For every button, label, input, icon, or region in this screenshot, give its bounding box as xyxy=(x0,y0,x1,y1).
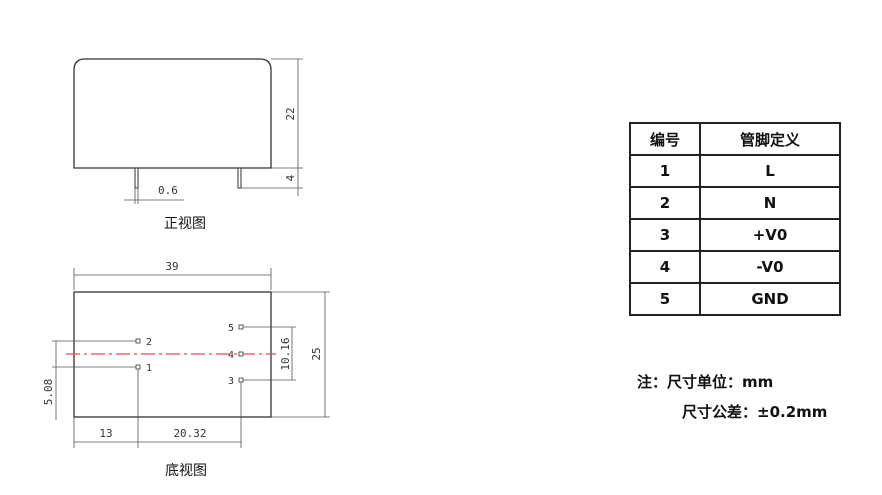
pin-number: 1 xyxy=(629,154,701,188)
pin-1-label: 1 xyxy=(146,363,152,374)
bottom-height-dim: 25 xyxy=(310,347,323,360)
pin-definition: N xyxy=(699,186,841,220)
pin-number: 5 xyxy=(629,282,701,316)
pin-definition: -V0 xyxy=(699,250,841,284)
pin-definition: +V0 xyxy=(699,218,841,252)
pin-definition: GND xyxy=(699,282,841,316)
pin-definition: L xyxy=(699,154,841,188)
pin-number: 4 xyxy=(629,250,701,284)
pin-3-marker xyxy=(238,377,244,383)
front-view: 22 4 0.6 正视图 xyxy=(73,58,303,232)
bottom-view-caption: 底视图 xyxy=(165,463,207,479)
offset-x-dim: 13 xyxy=(99,427,112,440)
bottom-view: 39 2 1 5 4 3 10.16 25 5.08 xyxy=(42,260,330,479)
header-number: 编号 xyxy=(629,122,701,156)
pin-4-label: 4 xyxy=(228,350,234,361)
front-pin-right xyxy=(237,167,242,189)
tolerance-note: 尺寸公差：±0.2mm xyxy=(682,403,828,421)
front-pin-width-dim: 0.6 xyxy=(158,184,178,197)
pin-5-marker xyxy=(238,324,244,330)
table-row: 2 N xyxy=(629,186,841,220)
pin-3-label: 3 xyxy=(228,376,234,387)
table-row: 4 -V0 xyxy=(629,250,841,284)
table-row: 1 L xyxy=(629,154,841,188)
pin-2-label: 2 xyxy=(146,337,152,348)
bottom-width-dim: 39 xyxy=(165,260,178,273)
front-view-caption: 正视图 xyxy=(164,216,206,232)
pin-pitch-dim: 20.32 xyxy=(173,427,206,440)
front-pin-length-dim: 4 xyxy=(284,174,297,181)
table-header-row: 编号 管脚定义 xyxy=(629,122,841,156)
offset-y-dim: 5.08 xyxy=(42,379,55,406)
header-pin-definition: 管脚定义 xyxy=(699,122,841,156)
front-view-body xyxy=(73,58,272,169)
front-height-dim: 22 xyxy=(284,107,297,120)
table-row: 5 GND xyxy=(629,282,841,316)
table-row: 3 +V0 xyxy=(629,218,841,252)
pin-1-marker xyxy=(135,364,141,370)
front-pin-left xyxy=(134,167,139,189)
pin-2-marker xyxy=(135,338,141,344)
pin-spacing-dim: 10.16 xyxy=(279,337,292,370)
pin-number: 2 xyxy=(629,186,701,220)
pin-5-label: 5 xyxy=(228,323,234,334)
pin-number: 3 xyxy=(629,218,701,252)
pin-definition-table: 编号 管脚定义 1 L 2 N 3 +V0 4 -V0 5 GND xyxy=(629,122,841,316)
pin-4-marker xyxy=(238,351,244,357)
unit-note: 注：尺寸单位：mm xyxy=(637,373,774,391)
